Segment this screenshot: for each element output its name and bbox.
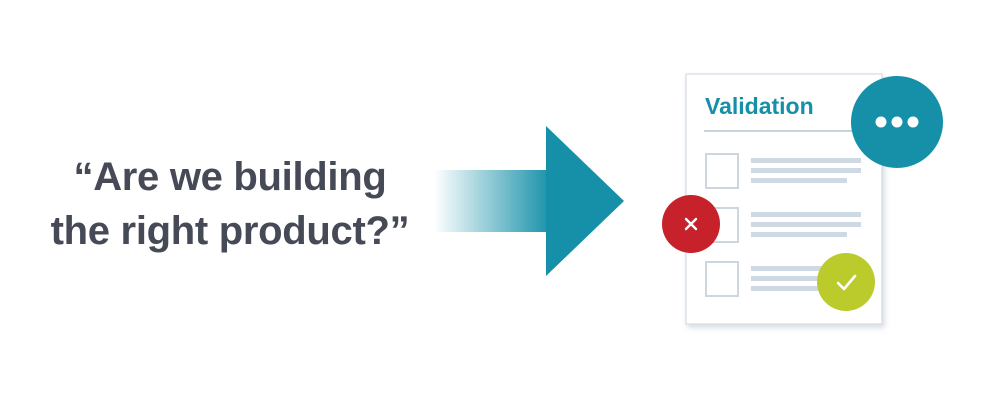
question-line-2: the right product?” — [50, 209, 410, 253]
arrow-tail — [434, 170, 552, 232]
text-line — [751, 232, 847, 237]
card-title: Validation — [705, 93, 814, 119]
text-line — [751, 158, 861, 163]
checkbox-empty — [705, 153, 739, 189]
checklist-item — [705, 153, 861, 189]
text-line — [751, 168, 861, 173]
question-line-1: “Are we building — [73, 155, 387, 199]
right-arrow — [434, 126, 624, 276]
question-text: “Are we building the right product?” — [40, 150, 420, 258]
checklist-item — [705, 207, 861, 243]
close-icon — [662, 195, 720, 253]
more-dots-icon — [851, 76, 943, 168]
arrow-head — [546, 126, 624, 276]
text-line — [751, 266, 861, 271]
check-icon — [817, 253, 875, 311]
text-line — [751, 276, 861, 281]
text-line — [751, 178, 847, 183]
text-line — [751, 212, 861, 217]
checklist-item — [705, 261, 861, 297]
text-line — [751, 222, 861, 227]
checkbox-empty — [705, 261, 739, 297]
text-line — [751, 286, 847, 291]
